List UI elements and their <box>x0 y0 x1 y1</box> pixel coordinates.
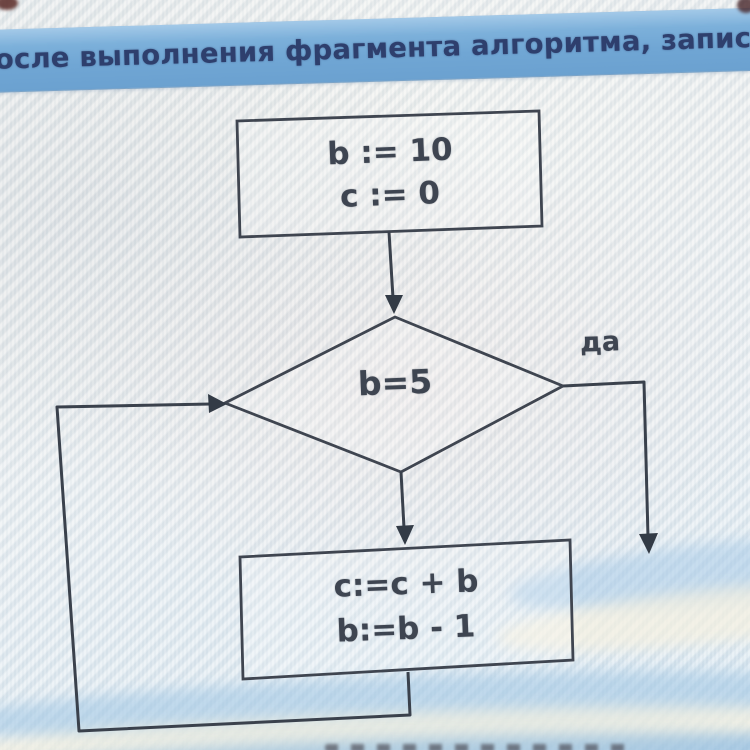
init-block-outline <box>235 109 544 239</box>
arrow-condition-to-body-line <box>399 471 406 529</box>
yes-branch-line <box>562 380 650 538</box>
arrow-condition-to-body-head <box>396 525 414 545</box>
arrow-init-to-condition-line <box>387 231 395 299</box>
arrow-init-to-condition-head <box>385 295 403 314</box>
photo-corner-artifact <box>0 0 18 10</box>
loop-return-line <box>55 402 412 733</box>
photo-corner-artifact <box>737 0 750 13</box>
loop-return-arrow-head <box>208 394 227 413</box>
body-block-outline <box>238 538 575 681</box>
cutoff-text-fragment <box>325 744 635 750</box>
yes-branch-arrow-head <box>639 533 658 554</box>
